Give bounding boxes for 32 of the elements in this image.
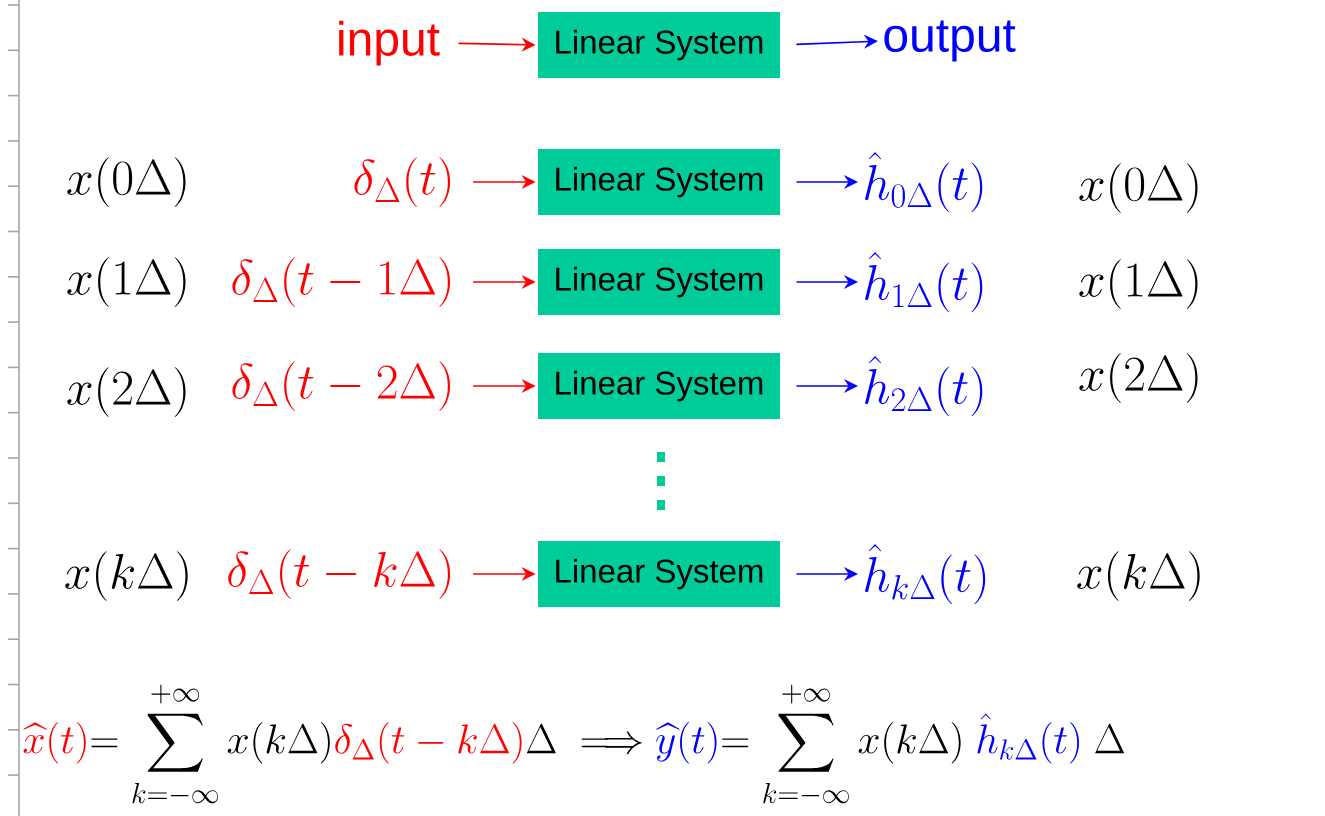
label: $\widehat{x}(t)$ (23, 722, 86, 764)
label: $\hat{h}_{k\Delta}(t)$ (977, 713, 1080, 764)
label: $\delta_{\Delta}(t-k\Delta)$ (335, 722, 522, 764)
input-text: $\delta_{\Delta}(t-2\Delta)$ (232, 361, 451, 411)
output-text: $\hat{h}_{k\Delta}(t)$ (865, 544, 986, 605)
process-box: Linear System (538, 12, 780, 78)
input-text: $\delta_{\Delta}(t-1\Delta)$ (232, 257, 451, 307)
variable-label: $x(1\Delta)$ (67, 257, 186, 307)
label: $\ \Delta$ (1095, 723, 1125, 754)
output-text: $\hat{h}_{0\Delta}(t)$ (865, 152, 983, 213)
variable-label: $x(k\Delta)$ (65, 551, 188, 601)
label: $\widehat{y}(t)$ (656, 722, 717, 764)
output-text: $\hat{h}_{1\Delta}(t)$ (865, 252, 983, 313)
label: $\Delta\ \Longrightarrow\$ (526, 723, 642, 755)
variable-label: $x(1\Delta)$ (1079, 259, 1198, 309)
process-box: Linear System (538, 353, 780, 419)
input-text: $\delta_{\Delta}(t-k\Delta)$ (228, 549, 451, 599)
process-box: Linear System (538, 149, 780, 215)
variable-label: $x(2\Delta)$ (1079, 353, 1198, 403)
equation: $\widehat{x}(t)$ $=\sum_{k=-\infty}^{+\infty} x(k\Delta)$ $\delta_{\Delta}(t-k\Delta)$ $\Delta\ \Longrightarrow\$ $\widehat{y}(t)$ $=\sum_{k=-\infty}^{+\infty} x(k\Delta)\$ $\hat{h}_{k\Delta}(t)$ $\ \Delta$ (23, 684, 1125, 804)
variable-label: $x(0\Delta)$ (1079, 163, 1198, 213)
variable-label: $x(k\Delta)$ (1077, 551, 1200, 601)
input-text: input (339, 20, 440, 66)
variable-label: $x(2\Delta)$ (67, 367, 186, 417)
output-text: output (884, 20, 1016, 62)
process-box: Linear System (538, 249, 780, 315)
label: $=\sum_{k=-\infty}^{+\infty} x(k\Delta)\$ (722, 684, 961, 804)
variable-label: $x(0\Delta)$ (67, 157, 186, 207)
process-box: Linear System (538, 541, 780, 607)
label: $=\sum_{k=-\infty}^{+\infty} x(k\Delta)$ (91, 684, 330, 804)
input-text: $\delta_{\Delta}(t)$ (354, 157, 451, 207)
output-text: $\hat{h}_{2\Delta}(t)$ (865, 356, 983, 417)
